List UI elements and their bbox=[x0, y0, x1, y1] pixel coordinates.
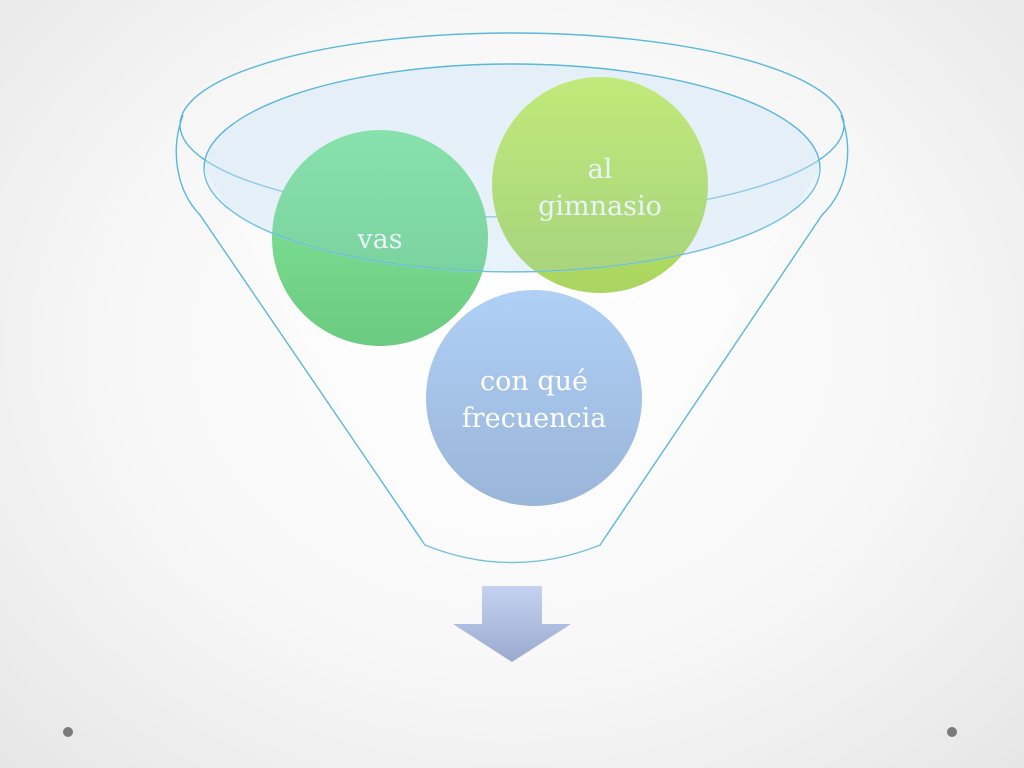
label-vas: vas bbox=[356, 224, 402, 255]
label-al-gimnasio-line2: gimnasio bbox=[538, 191, 662, 222]
funnel-outline bbox=[175, 114, 849, 564]
funnel-inner-rim bbox=[203, 63, 821, 273]
circle-con-que-frecuencia bbox=[426, 290, 642, 506]
circle-al-gimnasio bbox=[492, 77, 708, 293]
label-al-gimnasio-line1: al bbox=[588, 154, 613, 185]
corner-dot-right bbox=[947, 727, 957, 737]
down-arrow-icon bbox=[453, 586, 571, 662]
item-vas: vas bbox=[272, 130, 488, 346]
label-con-que-frecuencia-line1: con qué bbox=[480, 366, 588, 397]
funnel-body-tint bbox=[204, 168, 820, 563]
item-con-que-frecuencia: con qué frecuencia bbox=[426, 290, 642, 506]
corner-dot-left bbox=[63, 727, 73, 737]
label-con-que-frecuencia-line2: frecuencia bbox=[462, 403, 607, 434]
item-al-gimnasio: al gimnasio bbox=[492, 77, 708, 293]
circle-vas bbox=[272, 130, 488, 346]
